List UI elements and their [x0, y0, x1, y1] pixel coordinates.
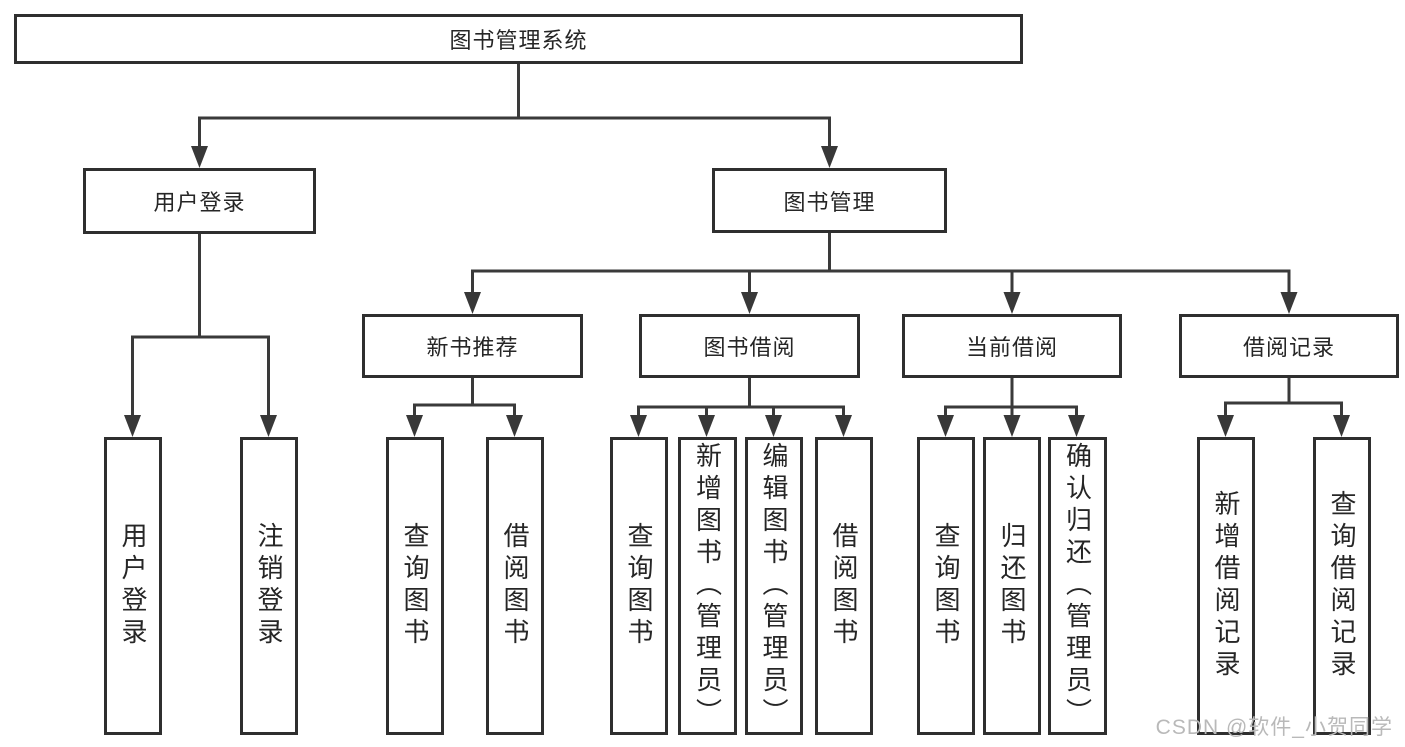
- node-label: 借阅图书: [829, 522, 859, 650]
- node-leaf-borrow-book-recommend: 借阅图书: [486, 437, 544, 735]
- node-label: 用户登录: [153, 190, 246, 215]
- node-label: 新增借阅记录: [1211, 490, 1241, 682]
- node-leaf-query-borrow-record: 查询借阅记录: [1313, 437, 1371, 735]
- node-label: 查询图书: [624, 522, 654, 650]
- node-user-login: 用户登录: [83, 168, 316, 234]
- edge-borrow-record-to-children: [1217, 376, 1350, 437]
- node-root-system: 图书管理系统: [14, 14, 1023, 64]
- node-label: 借阅记录: [1242, 335, 1335, 360]
- node-label: 查询借阅记录: [1327, 490, 1357, 682]
- csdn-watermark: CSDN @软件_小贺同学: [1155, 716, 1393, 739]
- node-current-borrowing: 当前借阅: [902, 314, 1122, 378]
- node-label: 注销登录: [254, 522, 284, 650]
- node-label: 编辑图书（管理员）: [759, 442, 789, 730]
- node-leaf-logout: 注销登录: [240, 437, 298, 735]
- node-leaf-query-book-current: 查询图书: [917, 437, 975, 735]
- node-label: 用户登录: [118, 522, 148, 650]
- node-leaf-return-book: 归还图书: [983, 437, 1041, 735]
- node-book-management: 图书管理: [712, 168, 947, 233]
- node-label: 查询图书: [931, 522, 961, 650]
- edge-root-to-level2: [191, 62, 838, 168]
- edge-new-book-rec-to-children: [406, 376, 523, 437]
- node-leaf-user-login: 用户登录: [104, 437, 162, 735]
- node-label: 借阅图书: [500, 522, 530, 650]
- node-label: 确认归还（管理员）: [1062, 442, 1093, 730]
- node-label: 图书管理: [783, 189, 876, 215]
- node-book-borrowing: 图书借阅: [639, 314, 860, 378]
- edge-book-borrow-to-children: [630, 376, 852, 437]
- edge-user-login-to-children: [124, 232, 277, 437]
- node-borrowing-records: 借阅记录: [1179, 314, 1399, 378]
- node-label: 新书推荐: [426, 335, 519, 360]
- node-leaf-add-book-admin: 新增图书（管理员）: [678, 437, 737, 735]
- node-label: 新增图书（管理员）: [692, 442, 723, 730]
- node-leaf-confirm-return-admin: 确认归还（管理员）: [1048, 437, 1107, 735]
- edge-book-mgmt-to-level3: [464, 231, 1298, 314]
- node-label: 查询图书: [400, 522, 430, 650]
- node-label: 归还图书: [997, 522, 1027, 650]
- node-leaf-borrow-book: 借阅图书: [815, 437, 873, 735]
- node-leaf-query-book-recommend: 查询图书: [386, 437, 444, 735]
- edge-current-borrow-to-children: [937, 376, 1085, 437]
- node-leaf-add-borrow-record: 新增借阅记录: [1197, 437, 1255, 735]
- node-label: 图书管理系统: [449, 28, 588, 53]
- node-new-book-recommend: 新书推荐: [362, 314, 583, 378]
- node-label: 图书借阅: [703, 335, 796, 360]
- node-label: 当前借阅: [965, 335, 1058, 360]
- node-leaf-edit-book-admin: 编辑图书（管理员）: [745, 437, 803, 735]
- node-leaf-query-book-borrow: 查询图书: [610, 437, 668, 735]
